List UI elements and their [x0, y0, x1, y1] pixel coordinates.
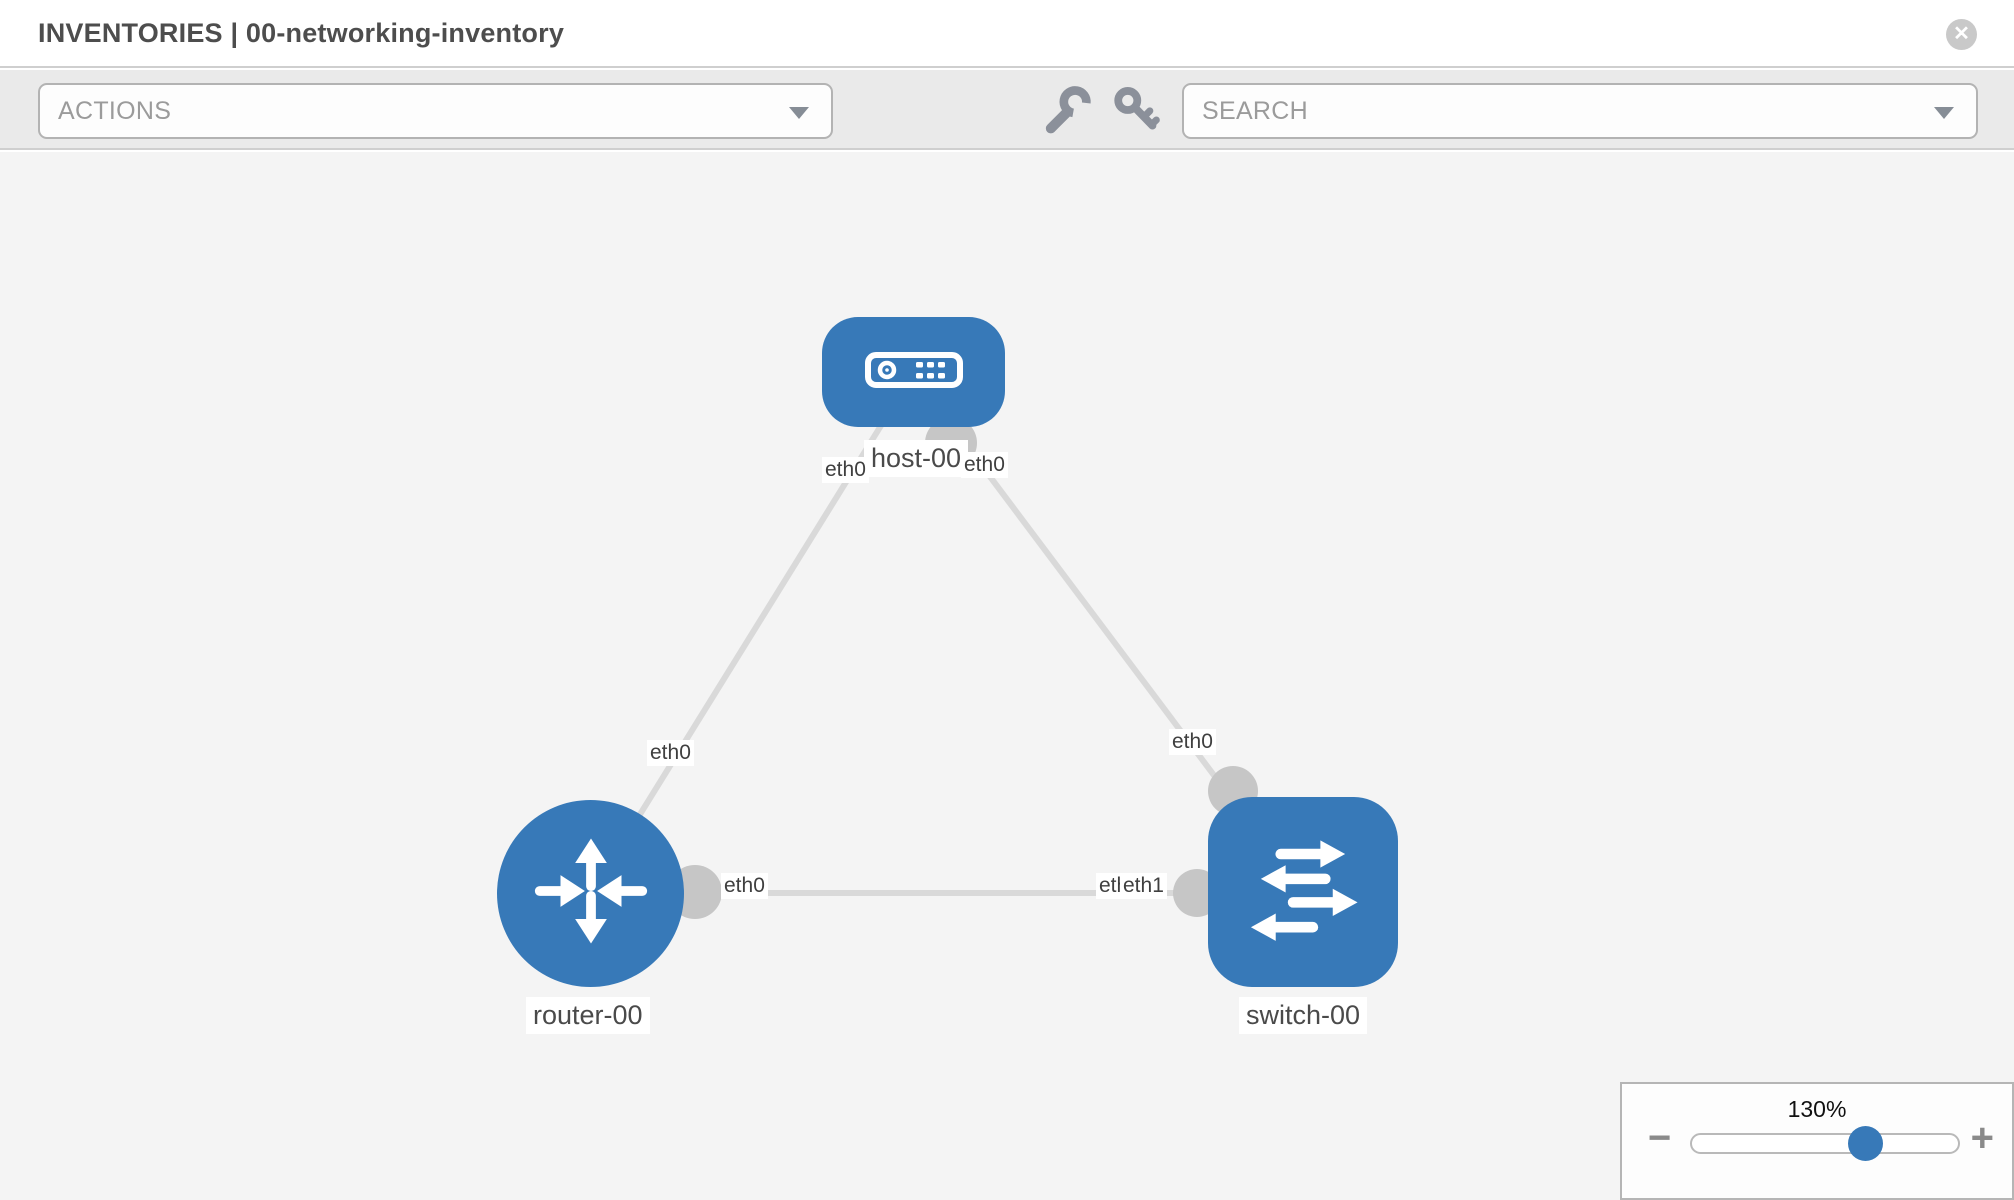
iface-label-switch-eth1: eth1 [1120, 873, 1167, 899]
host-device-icon [864, 351, 964, 394]
node-router-00[interactable] [497, 800, 684, 987]
iface-label-router-eth0-top: eth0 [647, 740, 694, 766]
actions-dropdown-label: ACTIONS [58, 97, 172, 125]
wrench-icon[interactable] [1040, 84, 1092, 136]
window-header: INVENTORIES | 00-networking-inventory ✕ [0, 0, 2014, 68]
actions-dropdown[interactable]: ACTIONS [38, 83, 833, 139]
chevron-down-icon [789, 107, 809, 119]
iface-label-host-eth0-left: eth0 [822, 457, 869, 483]
topology-links-layer [587, 372, 1306, 919]
zoom-slider-thumb[interactable] [1848, 1126, 1883, 1161]
toolbar: ACTIONS SEARCH [0, 70, 2014, 150]
search-dropdown[interactable]: SEARCH [1182, 83, 1978, 139]
node-host-00[interactable] [822, 317, 1005, 427]
topology-canvas[interactable]: host-00 router-00 switch-00 eth0 eth0 et… [0, 152, 2014, 1200]
node-switch-00[interactable] [1208, 797, 1398, 987]
iface-label-host-eth0-right: eth0 [961, 452, 1008, 478]
switch-device-icon [1241, 828, 1365, 957]
iface-label-switch-eth0-top: eth0 [1169, 729, 1216, 755]
node-label-router-00: router-00 [526, 997, 650, 1034]
zoom-slider-track[interactable] [1690, 1133, 1960, 1154]
router-device-icon [530, 830, 652, 957]
node-label-host-00: host-00 [864, 440, 969, 477]
zoom-in-button[interactable]: + [1970, 1116, 1994, 1160]
page-title: INVENTORIES | 00-networking-inventory [38, 18, 565, 48]
zoom-level-readout: 130% [1787, 1096, 1847, 1122]
chevron-down-icon [1934, 107, 1954, 119]
key-icon[interactable] [1110, 84, 1162, 136]
search-dropdown-label: SEARCH [1202, 97, 1308, 125]
close-icon[interactable]: ✕ [1946, 19, 1977, 50]
node-label-switch-00: switch-00 [1239, 997, 1368, 1034]
zoom-control-panel: 130% − + [1620, 1082, 2014, 1200]
iface-label-router-eth0-right: eth0 [721, 873, 768, 899]
zoom-out-button[interactable]: − [1648, 1116, 1672, 1160]
